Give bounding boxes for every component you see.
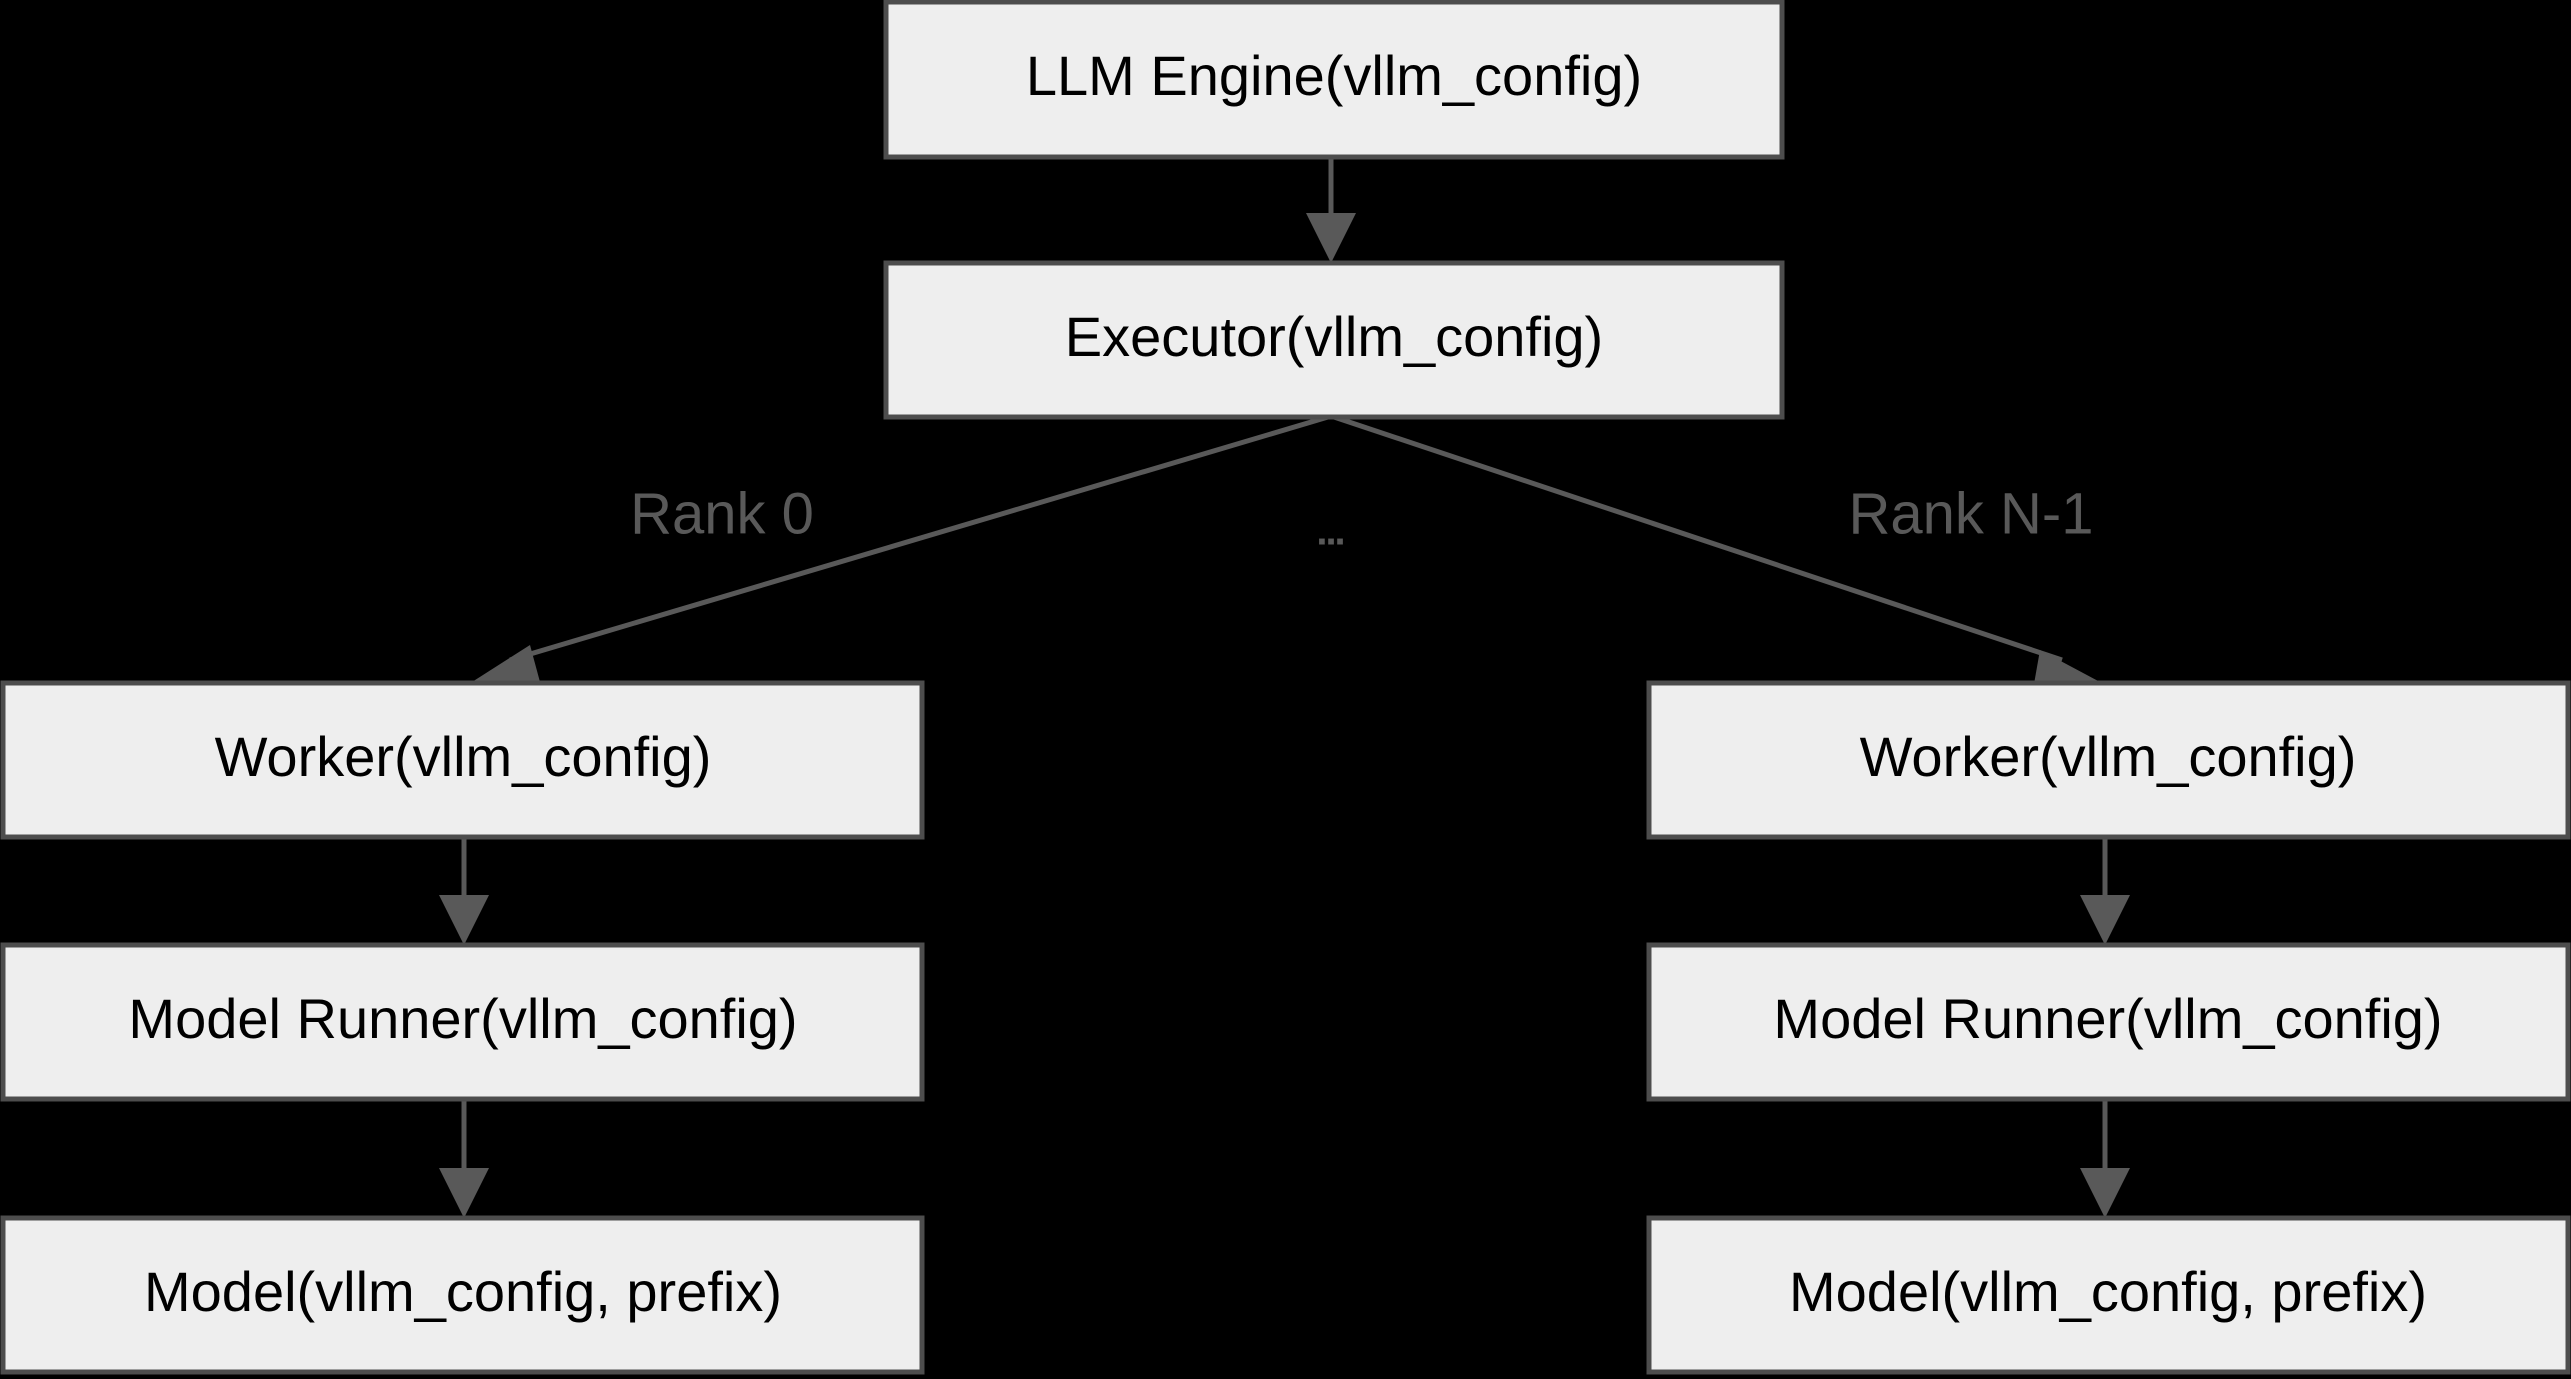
edge-runner-model-rank0 (439, 1100, 489, 1218)
edge-worker-runner-rankn-arrowhead (2080, 895, 2130, 945)
node-worker-rank0-box[interactable] (0, 680, 925, 840)
node-executor-box[interactable] (883, 260, 1785, 420)
edge-executor-worker-rankn-arrowhead (2034, 650, 2100, 684)
edge-executor-worker-rankn-line (1333, 414, 2063, 663)
node-model-rank0[interactable]: Model(vllm_config, prefix) (0, 1215, 925, 1375)
node-worker-rank0[interactable]: Worker(vllm_config) (0, 680, 925, 840)
node-model-runner-rankn[interactable]: Model Runner(vllm_config) (1646, 942, 2571, 1102)
node-model-rankn-label: Model(vllm_config, prefix) (1789, 1260, 2427, 1323)
edge-worker-runner-rank0-arrowhead (439, 895, 489, 945)
node-llm-engine-label: LLM Engine(vllm_config) (1026, 44, 1642, 107)
edge-executor-worker-rank0-arrowhead (472, 645, 540, 682)
edge-executor-ellipsis: ... (1316, 510, 1345, 554)
node-executor[interactable]: Executor(vllm_config) (883, 260, 1785, 420)
edge-executor-worker-rankn: Rank N-1 (1333, 414, 2100, 684)
node-worker-rankn[interactable]: Worker(vllm_config) (1646, 680, 2571, 840)
node-model-runner-rank0[interactable]: Model Runner(vllm_config) (0, 942, 925, 1102)
node-model-runner-rankn-box[interactable] (1646, 942, 2571, 1102)
node-model-rank0-label: Model(vllm_config, prefix) (144, 1260, 782, 1323)
node-model-runner-rank0-label: Model Runner(vllm_config) (128, 987, 797, 1050)
edge-worker-runner-rankn (2080, 838, 2130, 945)
edge-runner-model-rank0-arrowhead (439, 1168, 489, 1218)
node-worker-rank0-label: Worker(vllm_config) (215, 725, 712, 788)
node-model-rankn-box[interactable] (1646, 1215, 2571, 1375)
edge-engine-executor-arrowhead (1306, 213, 1356, 263)
node-llm-engine-box[interactable] (883, 0, 1785, 160)
edge-executor-worker-rank0: Rank 0 (472, 414, 1329, 682)
node-model-runner-rankn-label: Model Runner(vllm_config) (1773, 987, 2442, 1050)
node-model-runner-rank0-box[interactable] (0, 942, 925, 1102)
node-worker-rankn-label: Worker(vllm_config) (1860, 725, 2357, 788)
edge-label-ellipsis: ... (1316, 510, 1343, 554)
node-model-rankn[interactable]: Model(vllm_config, prefix) (1646, 1215, 2571, 1375)
node-executor-label: Executor(vllm_config) (1065, 305, 1603, 368)
edge-runner-model-rankn (2080, 1100, 2130, 1218)
edge-worker-runner-rank0 (439, 838, 489, 945)
edge-engine-executor (1306, 157, 1356, 263)
node-model-rank0-box[interactable] (0, 1215, 925, 1375)
edge-label-rank-0: Rank 0 (630, 481, 814, 546)
node-llm-engine[interactable]: LLM Engine(vllm_config) (883, 0, 1785, 160)
edge-executor-worker-rank0-line (509, 414, 1329, 663)
node-worker-rankn-box[interactable] (1646, 680, 2571, 840)
edge-runner-model-rankn-arrowhead (2080, 1168, 2130, 1218)
edge-label-rank-n-1: Rank N-1 (1849, 481, 2094, 546)
